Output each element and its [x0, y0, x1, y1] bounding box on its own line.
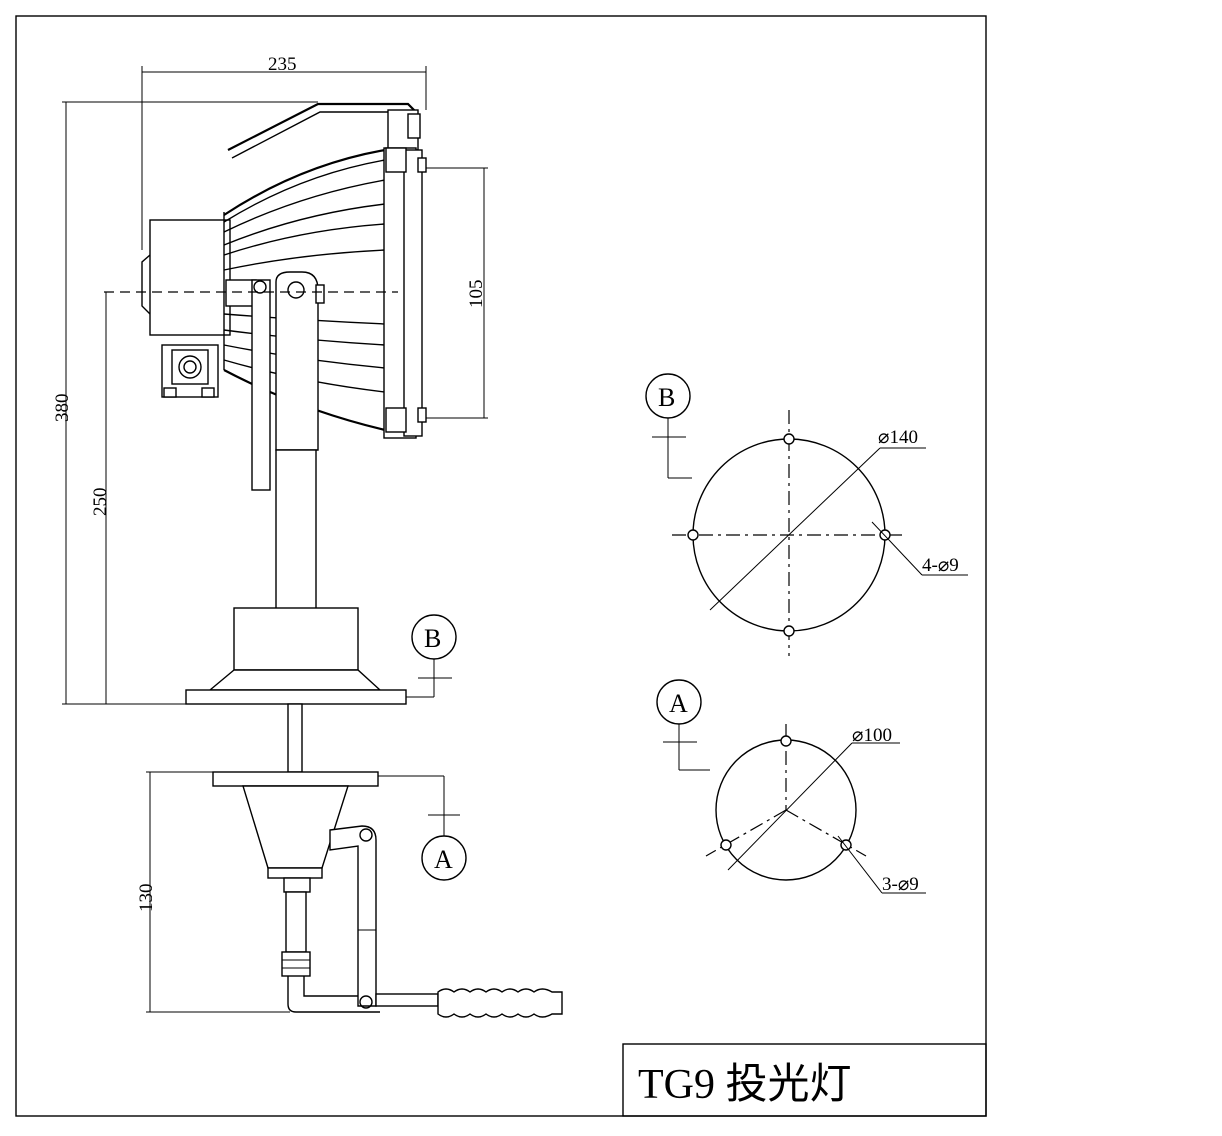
hole-b-bottom: [783, 625, 795, 637]
dimension-bracket-height: 130: [136, 771, 290, 1013]
holes-b-text: 4-⌀9: [922, 555, 959, 576]
dim-380-text: 380: [52, 394, 73, 423]
section-a-detail: A ⌀100 3-⌀9: [656, 679, 926, 895]
dimension-overall-height: 380: [52, 101, 318, 705]
dim-130-text: 130: [136, 884, 157, 913]
holes-a-text: 3-⌀9: [882, 874, 919, 895]
hole-a-left: [720, 839, 732, 851]
lower-bracket: [212, 771, 563, 1018]
title-block: TG9 投光灯: [622, 1043, 987, 1117]
dim-250-text: 250: [90, 488, 111, 517]
cable-gland: [161, 344, 219, 398]
dimension-lens-height: 105: [426, 167, 488, 419]
floodlight-side-view: 235: [52, 54, 563, 1018]
section-b-detail-label: B: [658, 383, 675, 412]
front-bezel: [383, 147, 427, 439]
drawing-title: TG9 投光灯: [638, 1062, 852, 1108]
hole-b-left: [687, 529, 699, 541]
yoke-arm: [251, 271, 325, 491]
dimension-overall-width: 235: [141, 54, 427, 250]
visor: [227, 102, 417, 151]
dim-105-text: 105: [466, 280, 487, 309]
dim-100-text: ⌀100: [852, 725, 892, 746]
section-a-detail-label: A: [669, 689, 688, 718]
handle-grip: [437, 988, 563, 1018]
lower-shaft: [287, 703, 303, 773]
dim-140-text: ⌀140: [878, 427, 918, 448]
section-a-marker-label: A: [434, 845, 453, 874]
dim-235-text: 235: [268, 54, 297, 75]
dimension-axis-height: 250: [90, 292, 111, 704]
hole-b-top: [783, 433, 795, 445]
section-b-marker-label: B: [424, 624, 441, 653]
post: [275, 449, 317, 611]
rear-housing: [149, 219, 231, 336]
drawing-frame: [15, 15, 987, 1117]
lamp-socket: [225, 279, 257, 307]
hole-a-top: [780, 735, 792, 747]
section-a-marker: A: [378, 775, 467, 881]
section-b-marker: B: [406, 614, 457, 698]
section-b-detail: B ⌀140 4-⌀9: [645, 373, 968, 656]
base: [185, 607, 407, 705]
